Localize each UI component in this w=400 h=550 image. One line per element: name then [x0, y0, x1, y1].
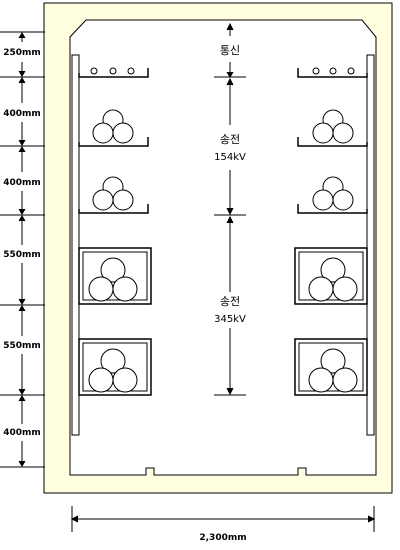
left-154kv-tray-lower: [78, 176, 149, 214]
transmission-154-label: 송전: [220, 133, 240, 146]
width-dimension-label: 2,300mm: [199, 533, 246, 543]
right-345kv-trough-upper: [294, 247, 368, 305]
horizontal-dimension: [70, 506, 376, 532]
right-345kv-trough-lower: [294, 338, 368, 396]
dimension-label-6: 400mm: [3, 428, 41, 438]
dimension-label-5: 550mm: [3, 341, 41, 351]
right-154kv-tray-lower: [297, 176, 368, 214]
left-345kv-trough-upper: [78, 247, 152, 305]
center-zone-markers: [214, 22, 246, 396]
left-support-rail: [71, 54, 80, 436]
dimension-label-4: 550mm: [3, 250, 41, 260]
right-154kv-tray-upper: [297, 109, 368, 147]
left-communication-tray: [78, 67, 149, 78]
transmission-345-voltage: 345kV: [214, 314, 246, 325]
transmission-345-label: 송전: [220, 295, 240, 308]
left-345kv-trough-lower: [78, 338, 152, 396]
left-154kv-tray-upper: [78, 109, 149, 147]
right-support-rail: [366, 54, 375, 436]
right-communication-tray: [297, 67, 368, 78]
transmission-154-voltage: 154kV: [214, 152, 246, 163]
dimension-label-1: 250mm: [3, 48, 41, 58]
dimension-label-3: 400mm: [3, 178, 41, 188]
communication-zone-label: 통신: [220, 44, 240, 57]
vertical-dimension-chain: [0, 31, 45, 468]
dimension-label-2: 400mm: [3, 109, 41, 119]
